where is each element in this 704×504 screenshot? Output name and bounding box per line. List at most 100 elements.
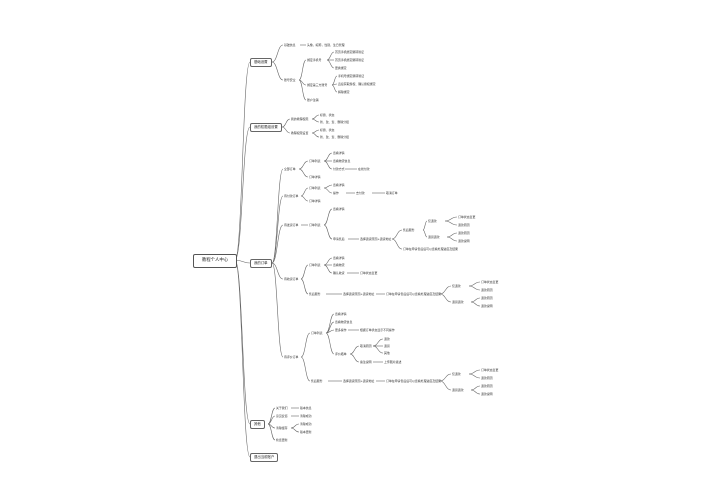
connector <box>271 44 284 63</box>
node-refund-item: 退款原因 <box>458 223 470 227</box>
orders-connector <box>271 262 284 358</box>
connector <box>470 297 481 303</box>
connector <box>311 129 320 134</box>
connector <box>300 195 309 202</box>
node-order-list[interactable]: 订单列表 <box>309 186 321 190</box>
connector <box>281 126 291 134</box>
node-feedback[interactable]: 意见反馈 <box>276 414 288 418</box>
connector <box>468 373 481 379</box>
node-pending-receive[interactable]: 待收货订单 <box>284 277 299 281</box>
other-connector <box>267 423 276 441</box>
node-pending-review[interactable]: 待评价订单 <box>284 355 299 359</box>
node-basic-info[interactable]: 基础信息 <box>284 43 296 47</box>
node-detail-item: 查看物流信息 <box>333 159 351 163</box>
node-order-list[interactable]: 订单列表 <box>309 223 321 227</box>
node-detail-item: 查看详情 <box>333 207 345 211</box>
connector <box>391 238 403 250</box>
connector <box>446 232 458 238</box>
connector <box>468 281 481 287</box>
node-bind-third-item: 手机号绑定跳转验证 <box>338 74 365 78</box>
node-order-detail[interactable]: 订单详情 <box>309 175 321 179</box>
node-refund-item: 订单状态变更 <box>481 280 499 284</box>
connector <box>311 118 320 123</box>
node-perm-group-a[interactable]: 我的教程权限 <box>291 117 309 121</box>
node-clear-cache[interactable]: 清除缓存 <box>276 426 288 430</box>
node-after-service[interactable]: 售后服务 <box>309 292 321 296</box>
node-apply-after: 申请售后 <box>333 237 345 241</box>
connector <box>468 369 481 375</box>
node-order-detail[interactable]: 订单详情 <box>309 199 321 203</box>
node-my-orders[interactable]: 我的订单 <box>250 259 272 269</box>
node-confirm-receive: 确认收货 <box>333 271 345 275</box>
node-reason: 取消原因 <box>360 344 372 348</box>
node-pay-way: 付款方式 <box>333 167 345 171</box>
node-after-service: 售后服务 <box>403 228 415 232</box>
node-pending-pay[interactable]: 待付款订单 <box>284 194 299 198</box>
connector <box>470 389 481 395</box>
connector <box>444 220 458 226</box>
connector <box>298 160 309 170</box>
root-node[interactable]: 教程个人中心 <box>193 254 237 268</box>
node-refund-item: 退款原因 <box>481 296 493 300</box>
connector <box>323 160 333 170</box>
node-base-settings[interactable]: 基础设置 <box>250 58 272 68</box>
node-bind-phone-item: 更换绑定 <box>335 66 347 70</box>
node-order-list[interactable]: 订单列表 <box>309 263 321 267</box>
orders-connector <box>271 195 284 264</box>
node-refund-item: 订单状态变更 <box>481 368 499 372</box>
node-bind-third[interactable]: 绑定第三方账号 <box>307 83 328 87</box>
connector <box>326 59 335 69</box>
node-upload: 上传图片描述 <box>384 360 402 364</box>
node-note-after: 订单在申请售后后可以查看处理进度及结果 <box>386 292 441 296</box>
node-bind-phone-item: 首页手机绑定跳转验证 <box>335 58 364 62</box>
connector <box>323 264 333 274</box>
connector <box>298 168 309 178</box>
connector <box>446 236 458 242</box>
connector <box>298 59 307 81</box>
node-clear-cache-value: 清除成功 <box>300 422 312 426</box>
connector <box>300 278 309 295</box>
node-after-service[interactable]: 售后服务 <box>311 379 323 383</box>
node-bind-phone-item: 首页手机绑定跳转验证 <box>335 50 364 54</box>
connector <box>311 132 320 138</box>
node-permissions[interactable]: 我的权限组设置 <box>250 123 282 133</box>
connector <box>470 385 481 391</box>
other-connector <box>267 407 276 425</box>
node-all-orders[interactable]: 全部订单 <box>284 167 296 171</box>
node-logout[interactable]: 退出当前账户 <box>250 453 279 463</box>
node-pending-ship[interactable]: 待发货订单 <box>284 223 299 227</box>
node-account-cancel[interactable]: 账户注销 <box>307 98 319 102</box>
connector <box>349 353 360 363</box>
node-detail-item: 查看详情 <box>333 256 345 260</box>
node-detail-item: 查看详情 <box>333 151 345 155</box>
connector <box>391 229 403 240</box>
connector <box>323 152 333 162</box>
node-perm-item: 新、改、查、删除分组 <box>320 120 349 124</box>
node-order-list[interactable]: 订单列表 <box>309 159 321 163</box>
node-after-flow: 选择退货原因+退货地址 <box>343 379 375 383</box>
node-account-security[interactable]: 账号安全 <box>284 78 296 82</box>
node-other-reason: 其他 <box>384 351 390 355</box>
node-refund-item: 退款说明 <box>481 392 493 396</box>
node-about[interactable]: 关于我们 <box>276 406 288 410</box>
orders-connector <box>271 168 284 264</box>
node-review: 评价晒单 <box>335 352 347 356</box>
node-other[interactable]: 其他 <box>250 420 265 430</box>
node-check-update[interactable]: 检查更新 <box>276 438 288 442</box>
node-order-list[interactable]: 订单列表 <box>311 331 323 335</box>
connector <box>323 187 333 194</box>
node-refund-item: 退款原因 <box>458 231 470 235</box>
node-bind-phone[interactable]: 绑定手机号 <box>307 58 322 62</box>
connector <box>422 220 428 231</box>
connector <box>323 208 333 226</box>
connector <box>331 84 338 93</box>
node-perm-item: 标题、状态 <box>320 113 335 117</box>
node-refund-only: 仅退款 <box>428 219 437 223</box>
node-about-value: 版本信息 <box>300 406 312 410</box>
node-refund-only: 仅退款 <box>452 372 461 376</box>
connector <box>311 114 320 120</box>
connector <box>326 51 335 61</box>
node-perm-group-b[interactable]: 教程权限设置 <box>291 131 309 135</box>
root-connector <box>234 61 251 261</box>
